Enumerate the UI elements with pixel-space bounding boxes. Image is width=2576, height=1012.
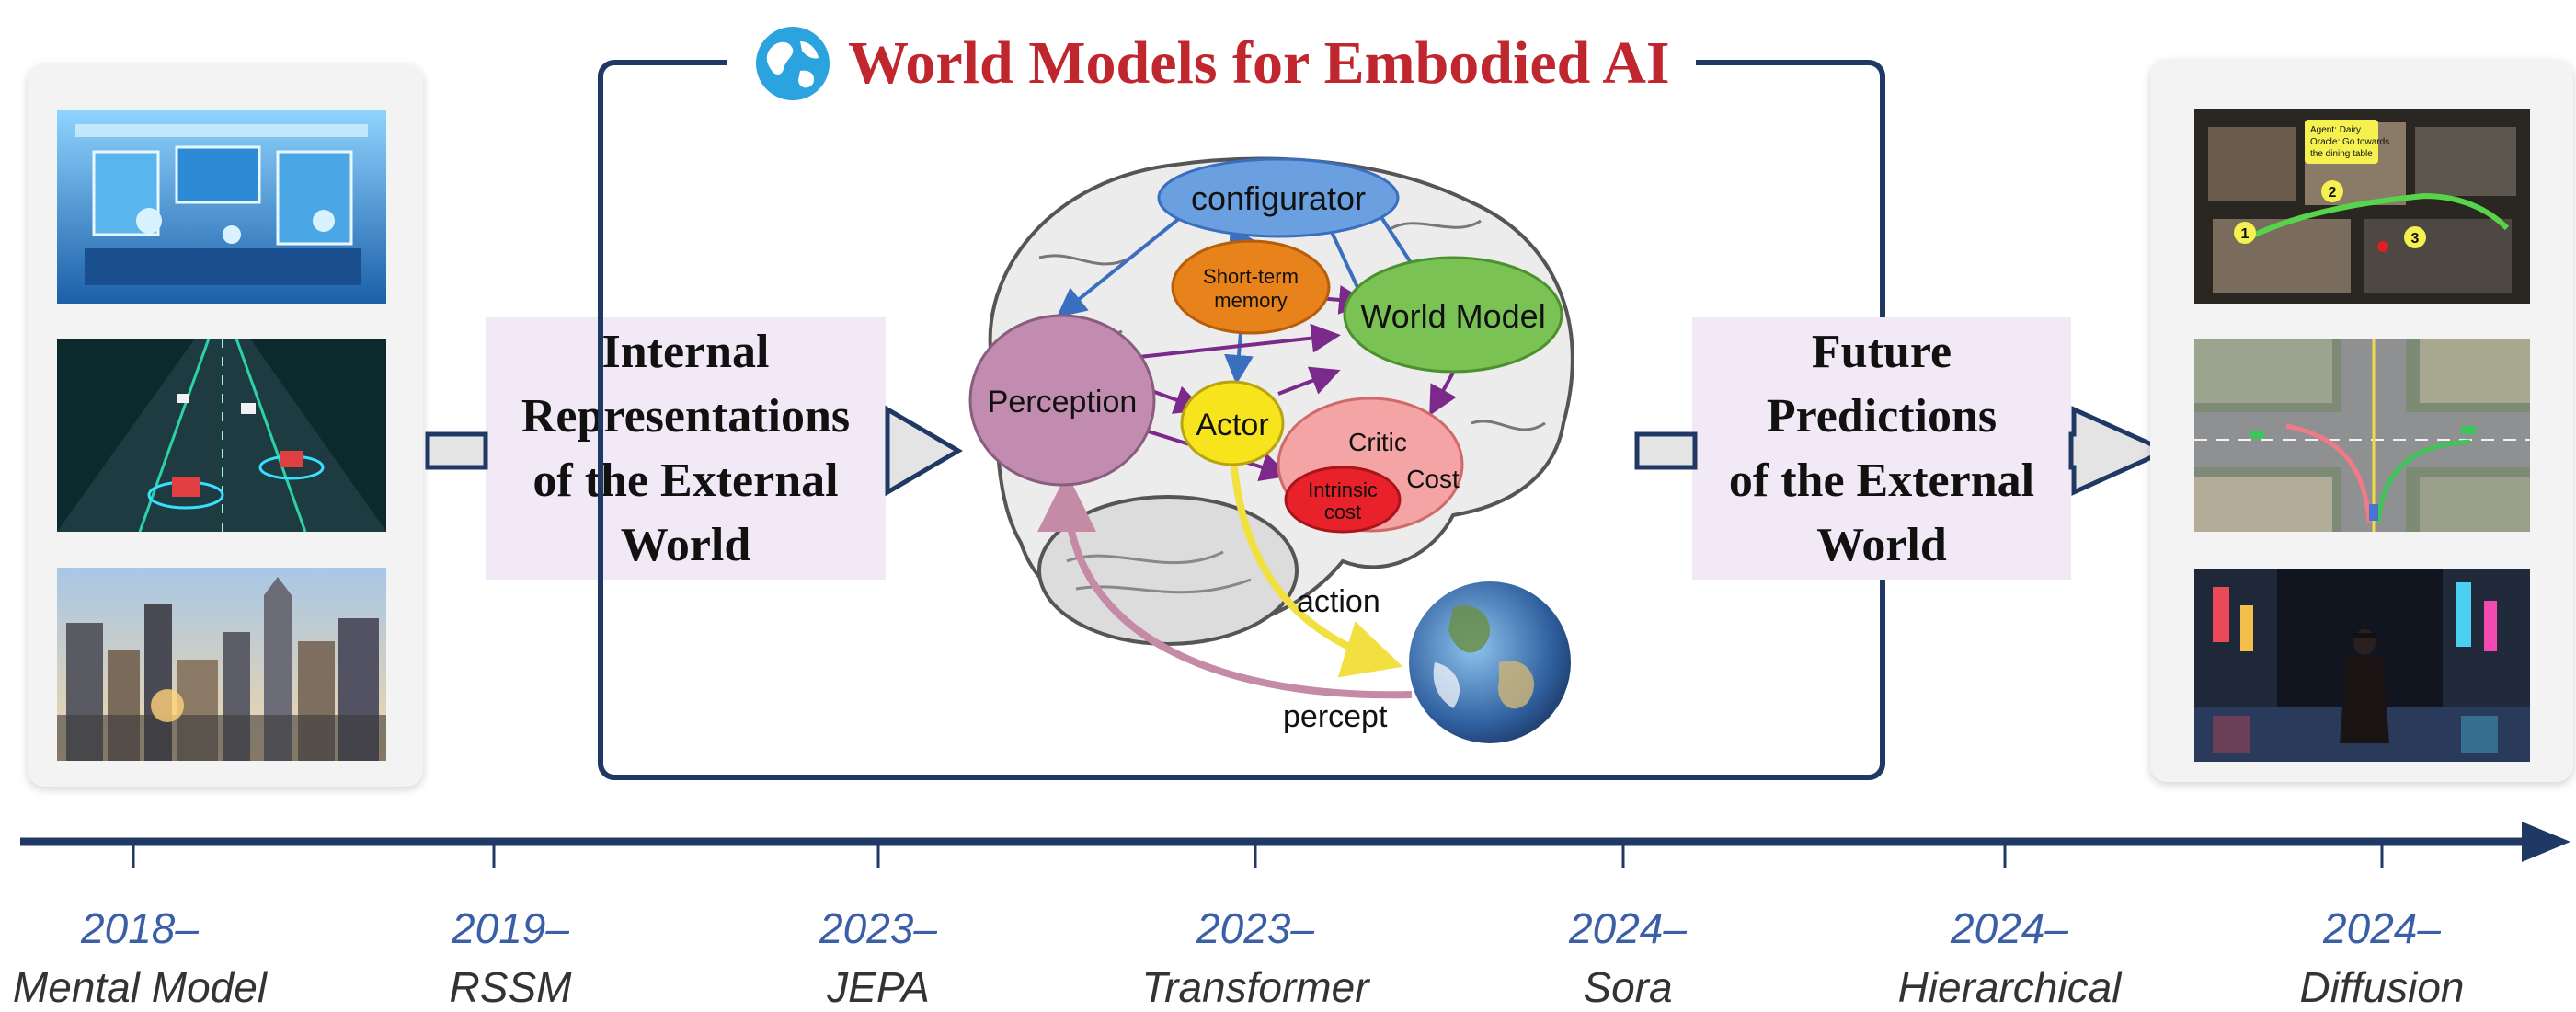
timeline-name: Mental Model <box>12 963 268 1011</box>
autonomous-driving-image <box>57 339 386 532</box>
timeline-name: JEPA <box>827 963 930 1011</box>
globe-icon <box>756 27 830 100</box>
aerial-intersection-image <box>2194 339 2530 532</box>
nav-marker: 2 <box>2329 185 2337 201</box>
left-flow-arrow <box>425 405 963 497</box>
cost-label: Cost <box>1406 465 1460 493</box>
timeline-year: 2018– <box>81 904 199 952</box>
page-title: World Models for Embodied AI <box>848 29 1670 97</box>
timeline-item-jepa: 2023– JEPA <box>731 903 1025 1012</box>
world-model-node <box>1343 256 1563 374</box>
actor-node <box>1180 380 1285 466</box>
short-term-memory-label: Short-term <box>1203 265 1299 288</box>
intrinsic-cost-label: Intrinsic <box>1308 478 1378 501</box>
timeline-year: 2023– <box>1196 904 1314 952</box>
nav-bubble-text: Oracle: Go towards <box>2310 137 2389 147</box>
timeline-name: RSSM <box>449 963 572 1011</box>
action-label: action <box>1297 584 1380 619</box>
nav-bubble-text: Agent: Dairy <box>2310 125 2361 135</box>
timeline-item-hierarchical: 2024– Hierarchical <box>1862 903 2157 1012</box>
intrinsic-cost-node <box>1284 466 1402 534</box>
city-skyline-image <box>57 568 386 761</box>
world-model-architecture-diagram: configurator Short-term memory World Mod… <box>968 156 1574 743</box>
timeline-item-mental-model: 2018– Mental Model <box>0 903 287 1012</box>
indoor-navigation-image: Agent: Dairy Oracle: Go towards the dini… <box>2194 109 2530 304</box>
smart-home-image <box>57 110 386 304</box>
internal-representations-line: World <box>620 518 751 571</box>
internal-representations-line: Representations <box>521 389 851 443</box>
timeline-name: Diffusion <box>2299 963 2465 1011</box>
timeline-year: 2024– <box>1569 904 1687 952</box>
future-predictions-line: World <box>1816 518 1947 571</box>
nav-bubble-text: the dining table <box>2310 149 2373 159</box>
configurator-label: configurator <box>1191 179 1366 217</box>
timeline-year: 2023– <box>819 904 937 952</box>
short-term-memory-node <box>1171 239 1331 335</box>
configurator-node <box>1157 157 1400 238</box>
perception-label: Perception <box>988 385 1138 420</box>
future-predictions-line: Future <box>1811 325 1952 378</box>
future-predictions-box: Future Predictions of the External World <box>1692 317 2071 580</box>
timeline-name: Sora <box>1583 963 1673 1011</box>
earth-illustration <box>1409 581 1571 743</box>
world-model-label: World Model <box>1360 297 1545 335</box>
future-predictions-line: of the External <box>1728 454 2035 507</box>
internal-representations-line: Internal <box>601 325 770 378</box>
timeline-name: Hierarchical <box>1897 963 2122 1011</box>
timeline-year: 2024– <box>1951 904 2068 952</box>
right-flow-arrow <box>1634 406 2172 496</box>
timeline-item-transformer: 2023– Transformer <box>1108 903 1402 1012</box>
nav-marker: 1 <box>2241 226 2250 242</box>
timeline-item-diffusion: 2024– Diffusion <box>2235 903 2529 1012</box>
perception-node <box>968 314 1156 487</box>
timeline-axis <box>20 822 2570 868</box>
timeline-item-rssm: 2019– RSSM <box>363 903 658 1012</box>
short-term-memory-label: memory <box>1214 289 1287 312</box>
timeline-item-sora: 2024– Sora <box>1481 903 1775 1012</box>
intrinsic-cost-label: cost <box>1324 500 1361 523</box>
night-city-street-image <box>2194 569 2530 762</box>
timeline-year: 2024– <box>2323 904 2441 952</box>
percept-label: percept <box>1283 699 1388 734</box>
internal-representations-line: of the External <box>532 454 839 507</box>
title-bar: World Models for Embodied AI <box>727 13 1696 114</box>
future-predictions-line: Predictions <box>1766 389 1998 443</box>
internal-representations-box: Internal Representations of the External… <box>486 317 886 580</box>
nav-marker: 3 <box>2411 231 2420 247</box>
critic-label: Critic <box>1348 428 1407 456</box>
timeline-year: 2019– <box>452 904 569 952</box>
actor-label: Actor <box>1196 408 1268 443</box>
timeline-name: Transformer <box>1141 963 1369 1011</box>
